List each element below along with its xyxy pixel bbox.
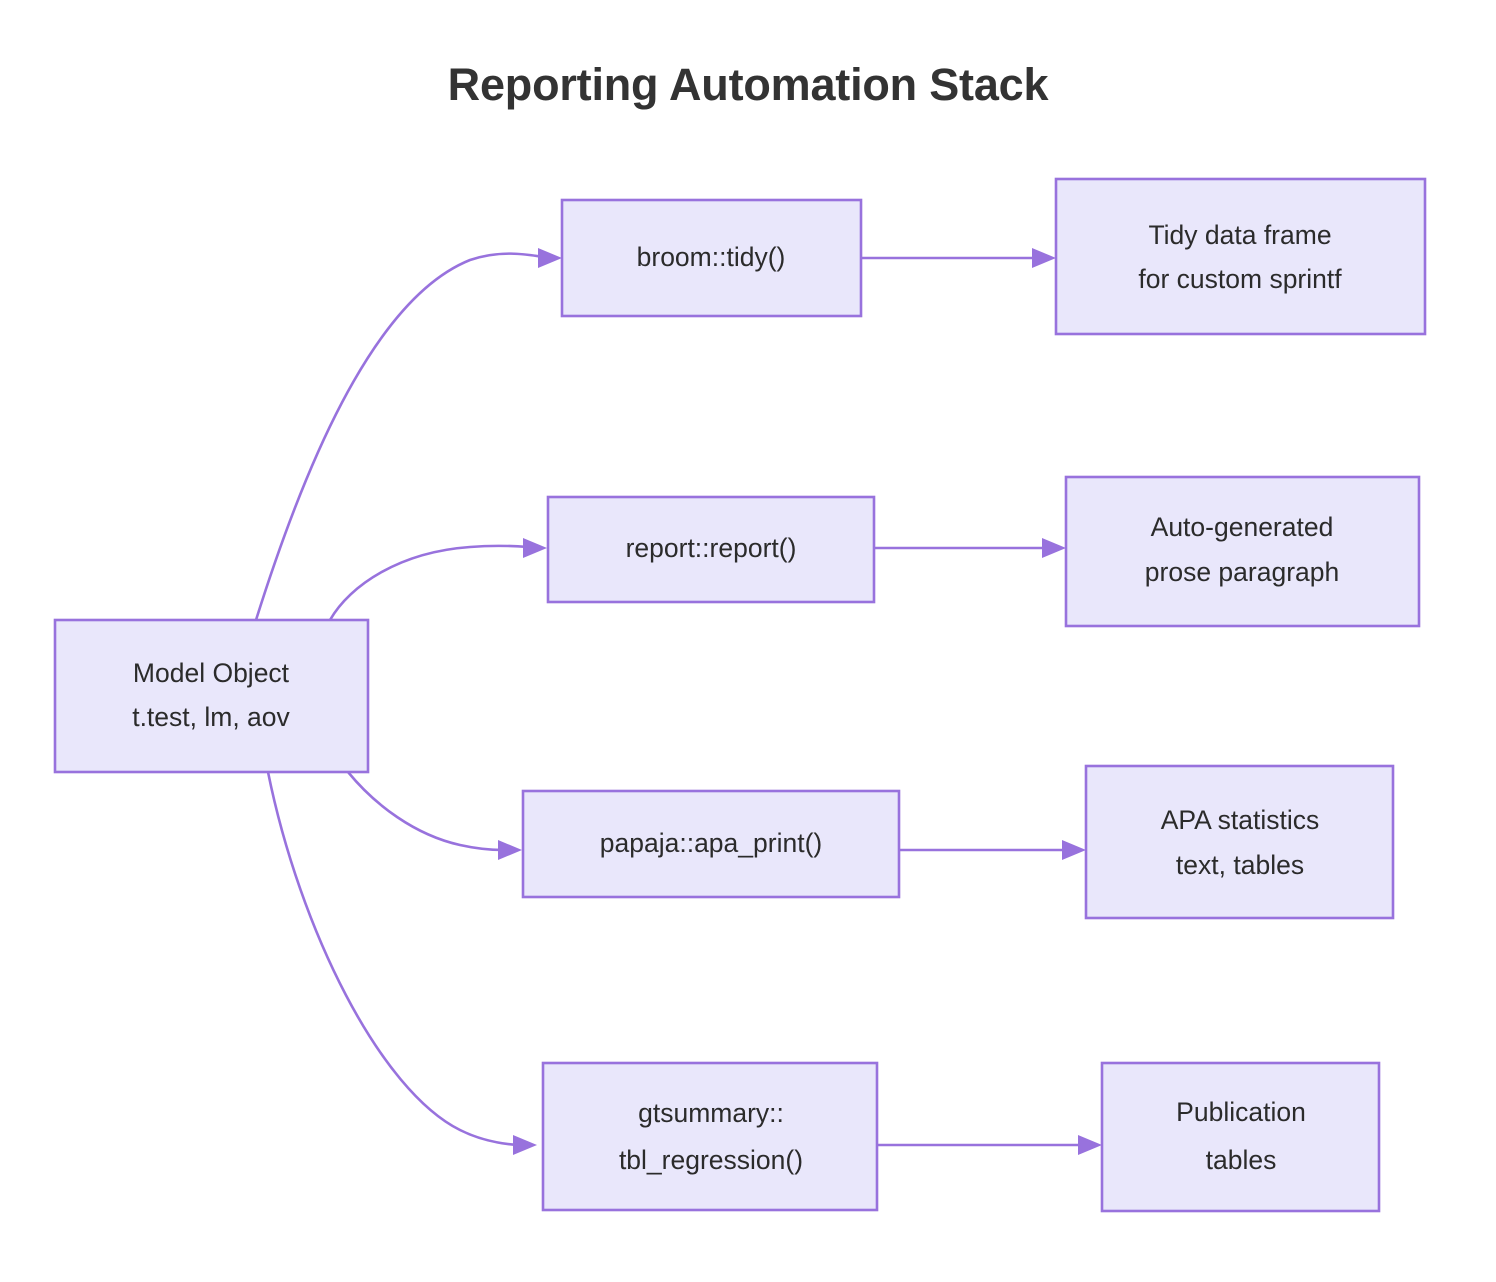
node-publication-tables-label-line2: tables <box>1206 1145 1277 1175</box>
arrow-head-7 <box>1062 840 1086 860</box>
node-broom-tidy-box[interactable] <box>560 198 863 318</box>
edge-model-object-to-report-report <box>328 538 547 621</box>
node-tidy-data-frame-box[interactable] <box>1054 177 1427 336</box>
edge-papaja-apa-print-to-apa-statistics <box>899 840 1086 860</box>
node-auto-generated-prose-label-line2: prose paragraph <box>1145 557 1339 587</box>
arrow-head-4 <box>513 1135 537 1155</box>
node-report-report[interactable]: report::report() <box>546 495 876 604</box>
node-gtsummary-tbl-regression-label-line1: gtsummary:: <box>638 1098 784 1128</box>
node-auto-generated-prose[interactable]: Auto-generated prose paragraph <box>1064 475 1421 628</box>
edge-broom-tidy-to-tidy-data-frame <box>861 248 1056 268</box>
node-gtsummary-tbl-regression-box[interactable] <box>541 1061 879 1212</box>
node-broom-tidy[interactable]: broom::tidy() <box>560 198 863 318</box>
node-publication-tables[interactable]: Publication tables <box>1100 1061 1381 1213</box>
edge-model-object-to-gtsummary-tbl-regression <box>266 771 537 1155</box>
node-broom-tidy-label-line1: broom::tidy() <box>637 242 786 272</box>
page-title: Reporting Automation Stack <box>447 59 1049 110</box>
node-apa-statistics-box[interactable] <box>1084 764 1395 920</box>
node-model-object-label-line1: Model Object <box>133 658 290 688</box>
arrow-head-8 <box>1078 1135 1102 1155</box>
node-papaja-apa-print-box[interactable] <box>521 789 901 899</box>
edge-path-2 <box>328 544 529 621</box>
node-apa-statistics-label-line1: APA statistics <box>1161 805 1320 835</box>
node-model-object-label-line2: t.test, lm, aov <box>132 702 290 732</box>
edge-group-source-to-middle <box>254 248 562 1155</box>
node-publication-tables-label-line1: Publication <box>1176 1097 1306 1127</box>
arrow-head-3 <box>498 840 522 860</box>
node-model-object[interactable]: Model Object t.test, lm, aov <box>53 618 370 774</box>
arrow-head-2 <box>523 538 547 558</box>
node-tidy-data-frame[interactable]: Tidy data frame for custom sprintf <box>1054 177 1427 336</box>
edge-model-object-to-papaja-apa-print <box>346 771 522 860</box>
edge-model-object-to-broom-tidy <box>254 248 562 621</box>
edge-gtsummary-tbl-regression-to-publication-tables <box>877 1135 1102 1155</box>
edge-group-middle-to-output <box>861 248 1102 1155</box>
node-papaja-apa-print[interactable]: papaja::apa_print() <box>521 789 901 899</box>
node-tidy-data-frame-label-line2: for custom sprintf <box>1138 264 1342 294</box>
node-gtsummary-tbl-regression[interactable]: gtsummary:: tbl_regression() <box>541 1061 879 1212</box>
node-papaja-apa-print-label-line1: papaja::apa_print() <box>600 828 822 858</box>
edge-path-4 <box>266 771 519 1147</box>
node-report-report-label-line1: report::report() <box>626 533 797 563</box>
node-tidy-data-frame-label-line1: Tidy data frame <box>1148 220 1331 250</box>
arrow-head-6 <box>1042 538 1066 558</box>
arrow-head-5 <box>1032 248 1056 268</box>
edge-report-report-to-auto-generated-prose <box>874 538 1066 558</box>
node-gtsummary-tbl-regression-label-line2: tbl_regression() <box>619 1145 803 1175</box>
node-auto-generated-prose-box[interactable] <box>1064 475 1421 628</box>
node-model-object-box[interactable] <box>53 618 370 774</box>
node-auto-generated-prose-label-line1: Auto-generated <box>1151 512 1334 542</box>
arrow-head-1 <box>538 248 562 268</box>
edge-path-1 <box>254 252 544 621</box>
node-apa-statistics-label-line2: text, tables <box>1176 850 1304 880</box>
edge-path-3 <box>346 771 504 852</box>
node-apa-statistics[interactable]: APA statistics text, tables <box>1084 764 1395 920</box>
node-report-report-box[interactable] <box>546 495 876 604</box>
node-publication-tables-box[interactable] <box>1100 1061 1381 1213</box>
